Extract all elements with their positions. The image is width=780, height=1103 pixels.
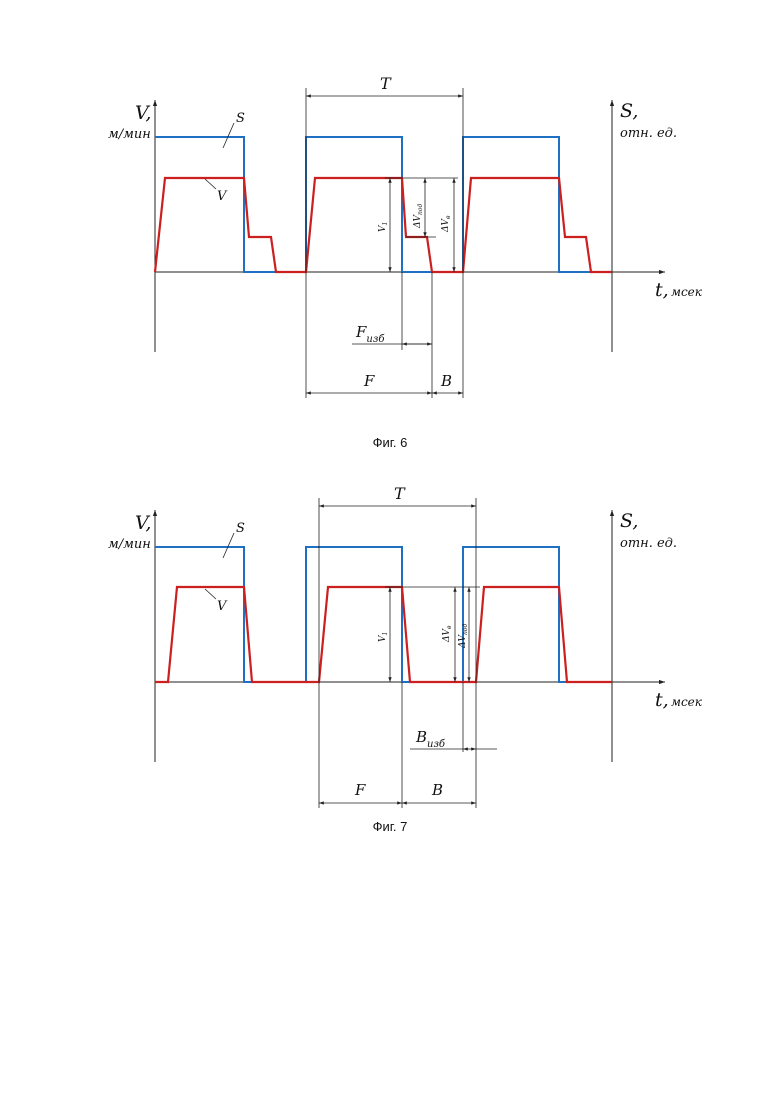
fig6-f-excess-label: Fизб: [355, 323, 385, 345]
fig7-v-label: V: [217, 599, 228, 614]
fig6-dv-b-sub: в: [445, 215, 452, 219]
fig7-t-axis-symbol: t,: [655, 689, 669, 711]
fig6-v1-label: V1: [378, 222, 389, 232]
fig7-y-axis-symbol: V,: [135, 512, 151, 534]
fig7-y-axis-unit: м/мин: [108, 537, 151, 552]
fig7-s-label: S: [236, 521, 245, 536]
fig7-s-leader: [223, 533, 234, 558]
fig7-s-axis-unit: отн. ед.: [620, 536, 677, 551]
fig6-dv-sub-label: ΔVпод: [413, 204, 424, 229]
fig6-b-label: B: [440, 372, 452, 390]
figure-6: S V V, м/мин S, отн. ед. t, мсек T F B F…: [108, 74, 703, 450]
fig7-v-leader: [205, 589, 216, 599]
fig6-f-excess-sub: изб: [366, 334, 385, 345]
fig7-dv-b-sub: в: [446, 625, 453, 629]
fig7-dv-b-label: ΔVв: [442, 625, 453, 643]
fig6-f-label: F: [363, 372, 375, 390]
fig6-dv-b-label: ΔVв: [441, 215, 452, 233]
fig6-v-leader: [205, 179, 216, 189]
fig6-period-label: T: [380, 74, 392, 93]
fig7-s-axis-symbol: S,: [620, 510, 638, 532]
fig6-y-axis-unit: м/мин: [108, 127, 151, 142]
fig7-b-excess-main: B: [415, 728, 427, 746]
fig7-dv-sub-sub: под: [462, 624, 469, 635]
fig6-t-axis-unit: мсек: [671, 285, 703, 299]
fig7-dv-sub-label: ΔVпод: [458, 624, 469, 649]
fig6-s-axis-unit: отн. ед.: [620, 126, 677, 141]
fig6-s-axis-symbol: S,: [620, 100, 638, 122]
fig7-v1-label: V1: [378, 632, 389, 642]
fig7-b-label: B: [431, 781, 443, 799]
fig6-v1-sub: 1: [382, 222, 389, 226]
fig6-caption: Фиг. 6: [373, 435, 408, 450]
fig6-f-excess-main: F: [355, 323, 367, 341]
fig6-dv-sub-sub: под: [417, 204, 424, 215]
fig7-v1-sub: 1: [382, 632, 389, 636]
fig7-b-excess-label: Bизб: [415, 728, 446, 750]
fig7-f-label: F: [354, 781, 366, 799]
fig7-b-excess-sub: изб: [427, 739, 446, 750]
fig6-s-label: S: [236, 111, 245, 126]
fig6-t-axis-symbol: t,: [655, 279, 669, 301]
fig7-caption: Фиг. 7: [373, 819, 408, 834]
fig6-v-label: V: [217, 189, 228, 204]
fig6-s-signal: [155, 137, 612, 272]
fig7-t-axis-unit: мсек: [671, 695, 703, 709]
fig7-period-label: T: [394, 484, 406, 503]
figure-7: S V V, м/мин S, отн. ед. t, мсек T F B B…: [108, 484, 703, 834]
fig6-y-axis-symbol: V,: [135, 102, 151, 124]
fig7-s-signal: [155, 547, 612, 682]
fig6-s-leader: [223, 123, 234, 148]
